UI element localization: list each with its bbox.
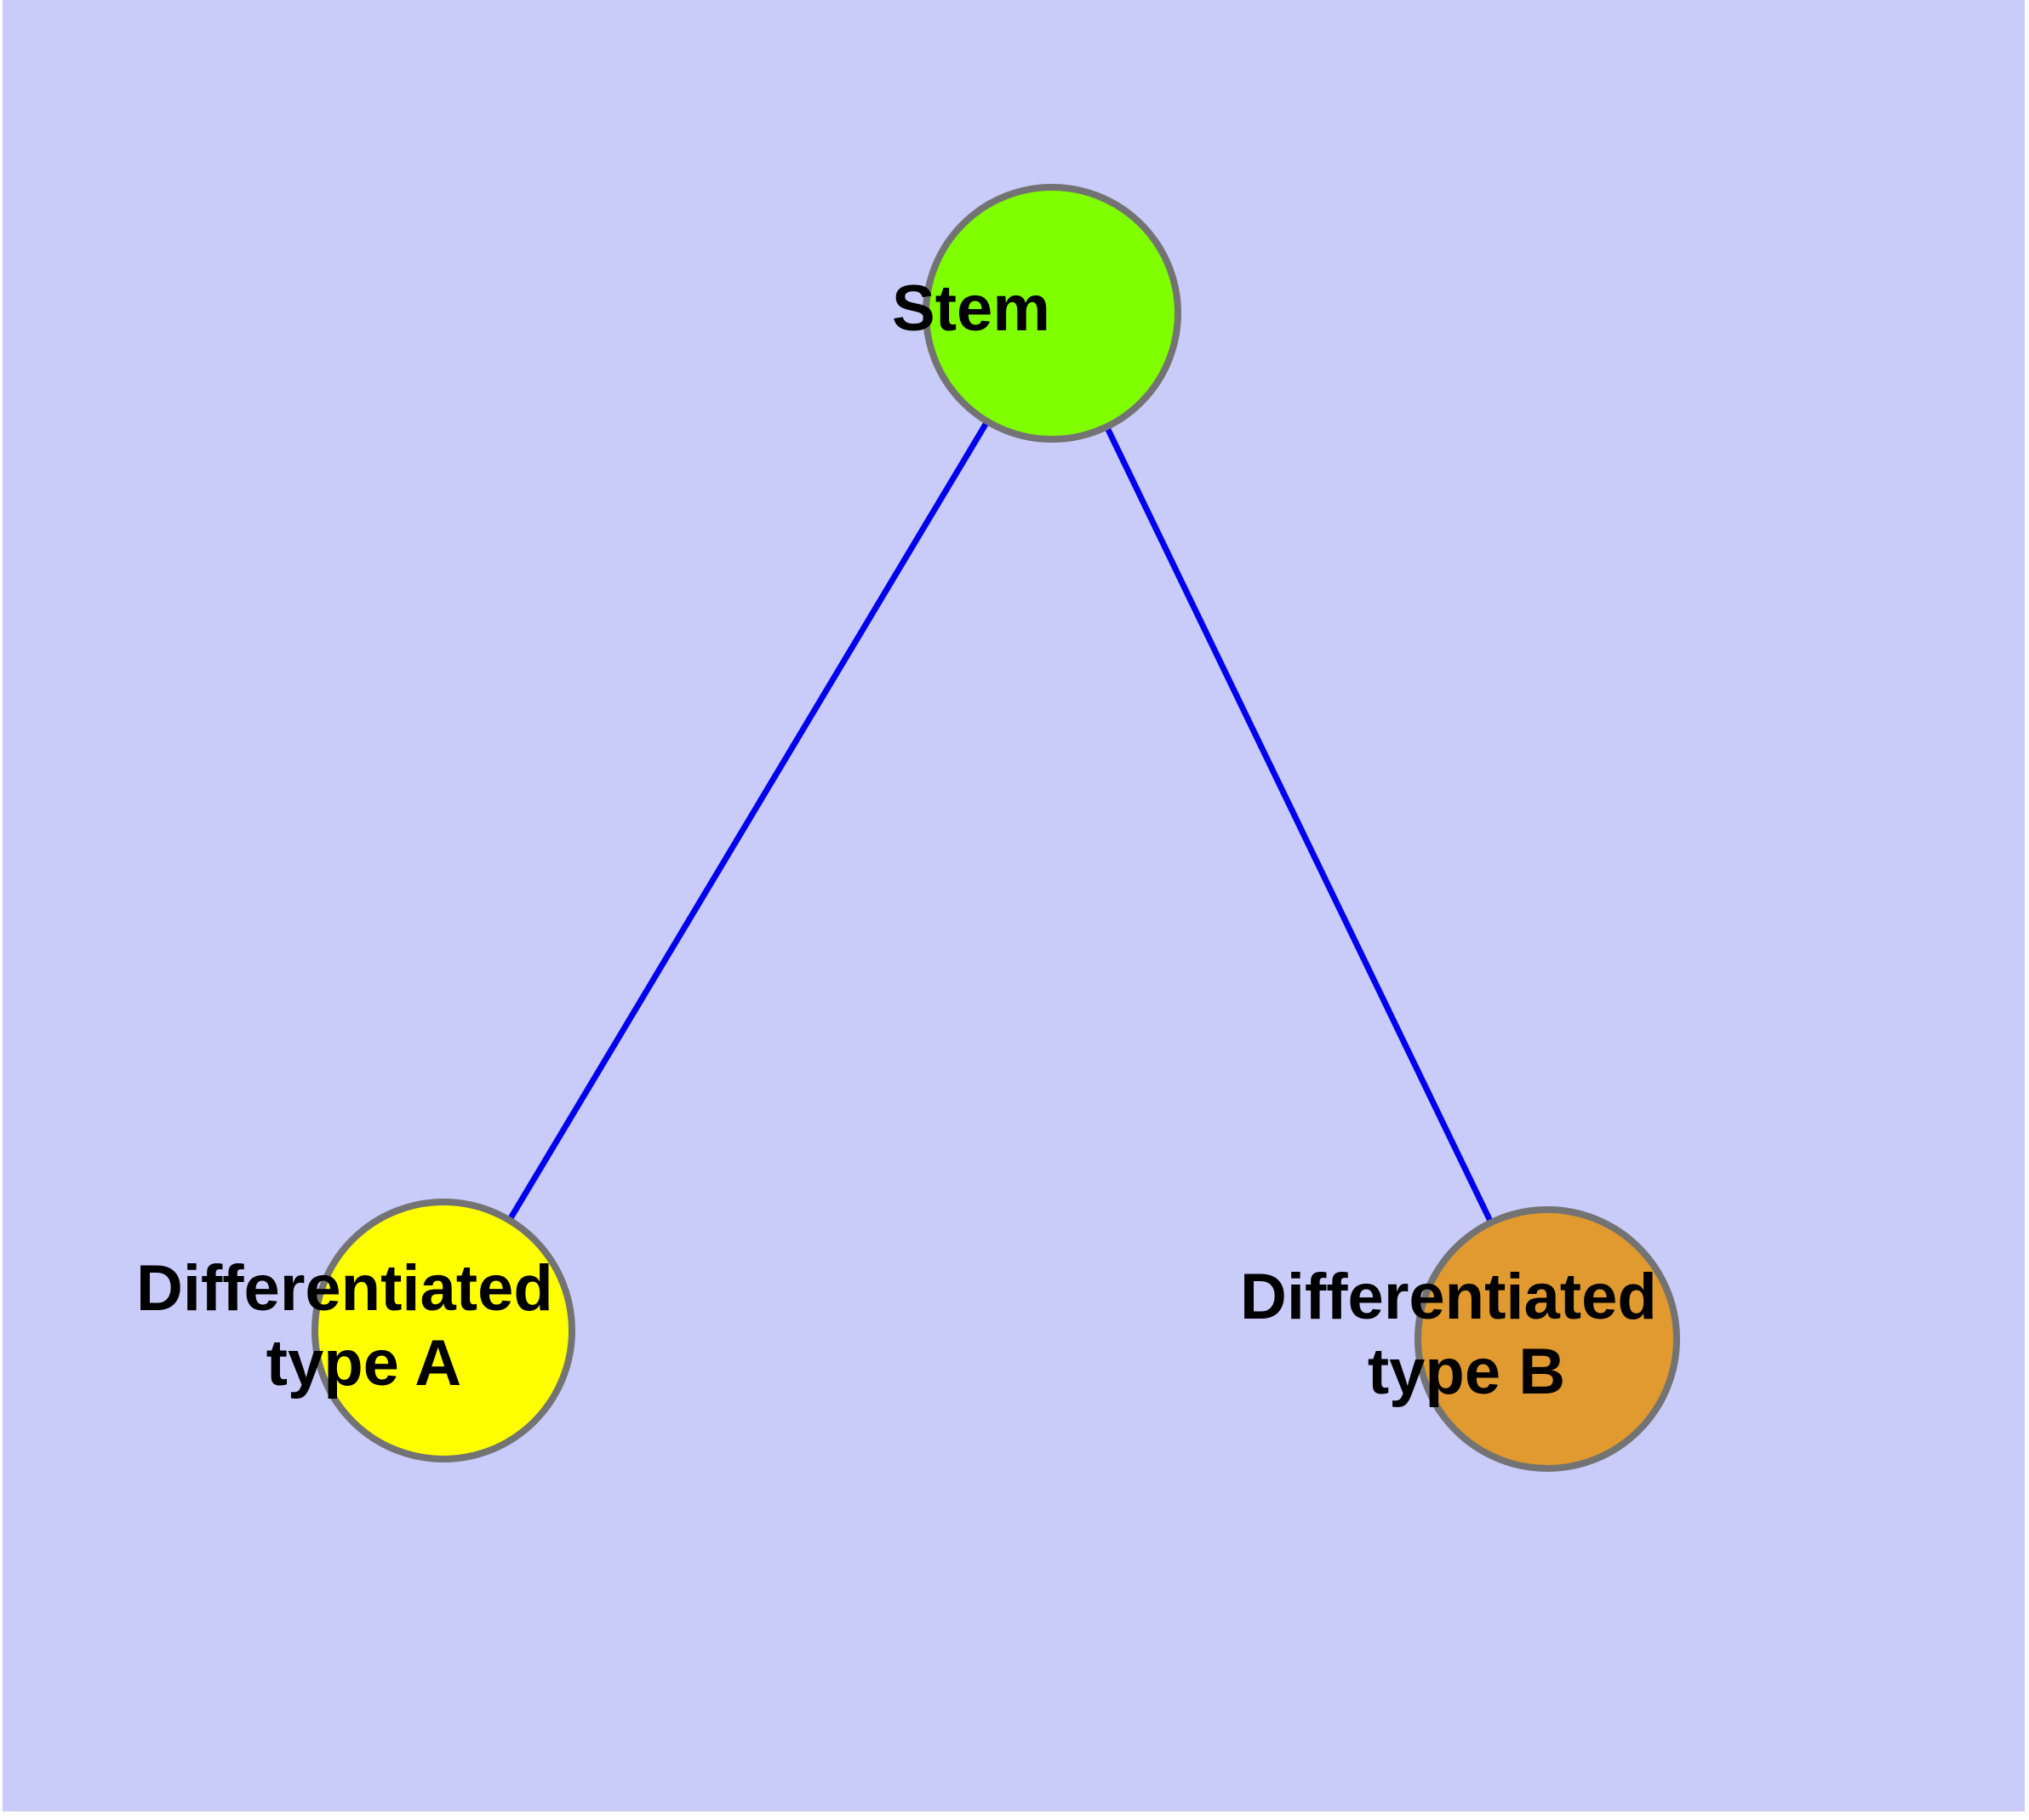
node-differentiated-type-a[interactable]: Differentiated type A bbox=[136, 1199, 751, 1462]
edges-layer bbox=[440, 312, 1551, 1341]
edge-stem-to-differentiated-type-a[interactable] bbox=[440, 312, 1055, 1332]
node-circle-differentiated-type-b[interactable] bbox=[1415, 1206, 1680, 1472]
node-label-stem: Stem bbox=[892, 272, 1212, 345]
edge-stem-to-differentiated-type-b[interactable] bbox=[1049, 312, 1551, 1341]
node-stem[interactable]: Stem bbox=[892, 184, 1212, 443]
node-circle-stem[interactable] bbox=[923, 184, 1181, 443]
node-differentiated-type-b[interactable]: Differentiated type B bbox=[1240, 1206, 1855, 1472]
node-label-differentiated-type-a: Differentiated type A bbox=[136, 1252, 751, 1399]
node-label-differentiated-type-b: Differentiated type B bbox=[1240, 1261, 1855, 1408]
nodes-layer: Differentiated type A Differentiated typ… bbox=[136, 184, 1855, 1472]
node-circle-differentiated-type-a[interactable] bbox=[311, 1199, 575, 1462]
